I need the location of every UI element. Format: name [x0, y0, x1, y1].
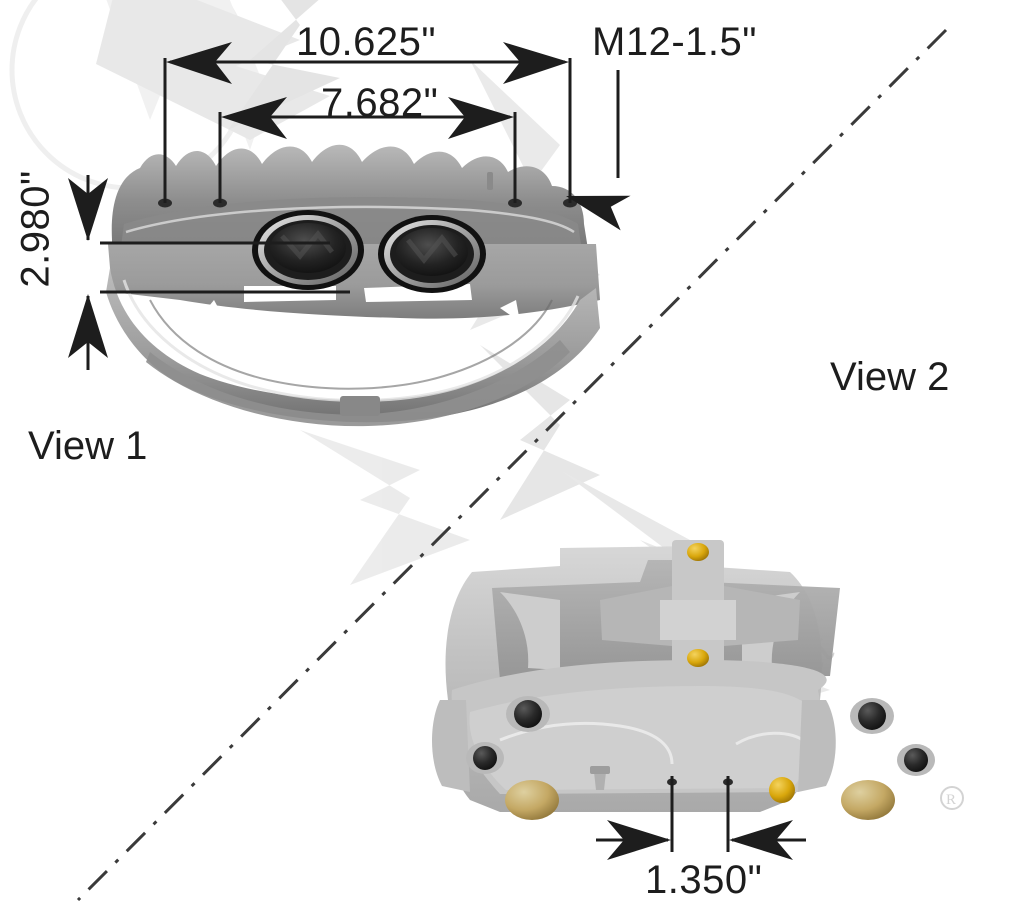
v2-fitting-right-upper — [858, 702, 886, 730]
dimension-label-10625: 10.625" — [296, 20, 437, 64]
v2-bolt-top — [687, 543, 709, 561]
svg-text:R: R — [946, 792, 956, 808]
arrow-7682-left — [221, 97, 287, 139]
dash-dot-separator — [76, 28, 948, 902]
caliper-tab — [340, 396, 380, 416]
callout-label-m12: M12-1.5" — [592, 20, 757, 64]
watermark-registered-icon: R — [940, 786, 964, 810]
caliper-lower-arm — [106, 268, 600, 423]
v2-bolt-mid — [687, 649, 709, 667]
arrow-1350-right — [729, 820, 793, 860]
dimension-label-2980: 2.980" — [13, 170, 58, 288]
v2-fitting-left-upper — [514, 700, 542, 728]
arrow-10625-left — [166, 42, 232, 84]
v2-cap-left — [505, 780, 559, 820]
dimension-label-1350: 1.350" — [645, 858, 763, 902]
piston-bore-left — [252, 210, 364, 290]
arrow-1350-left — [607, 820, 671, 860]
arrow-m12 — [566, 195, 631, 231]
v2-fitting-right-lower — [904, 748, 928, 772]
v2-cap-right — [841, 780, 895, 820]
dimension-label-7682: 7.682" — [321, 81, 439, 125]
v2-bleeder-screw — [769, 777, 795, 803]
arrow-2980-bottom — [68, 294, 108, 358]
v2-fitting-left-lower — [473, 746, 497, 770]
arrow-10625-right — [503, 42, 569, 84]
view-2-label: View 2 — [830, 355, 950, 399]
arrow-7682-right — [448, 97, 514, 139]
view-1-label: View 1 — [28, 424, 148, 468]
arrow-2980-top — [68, 178, 108, 241]
piston-bore-right — [378, 215, 486, 293]
dimension-arrowheads — [68, 42, 793, 860]
